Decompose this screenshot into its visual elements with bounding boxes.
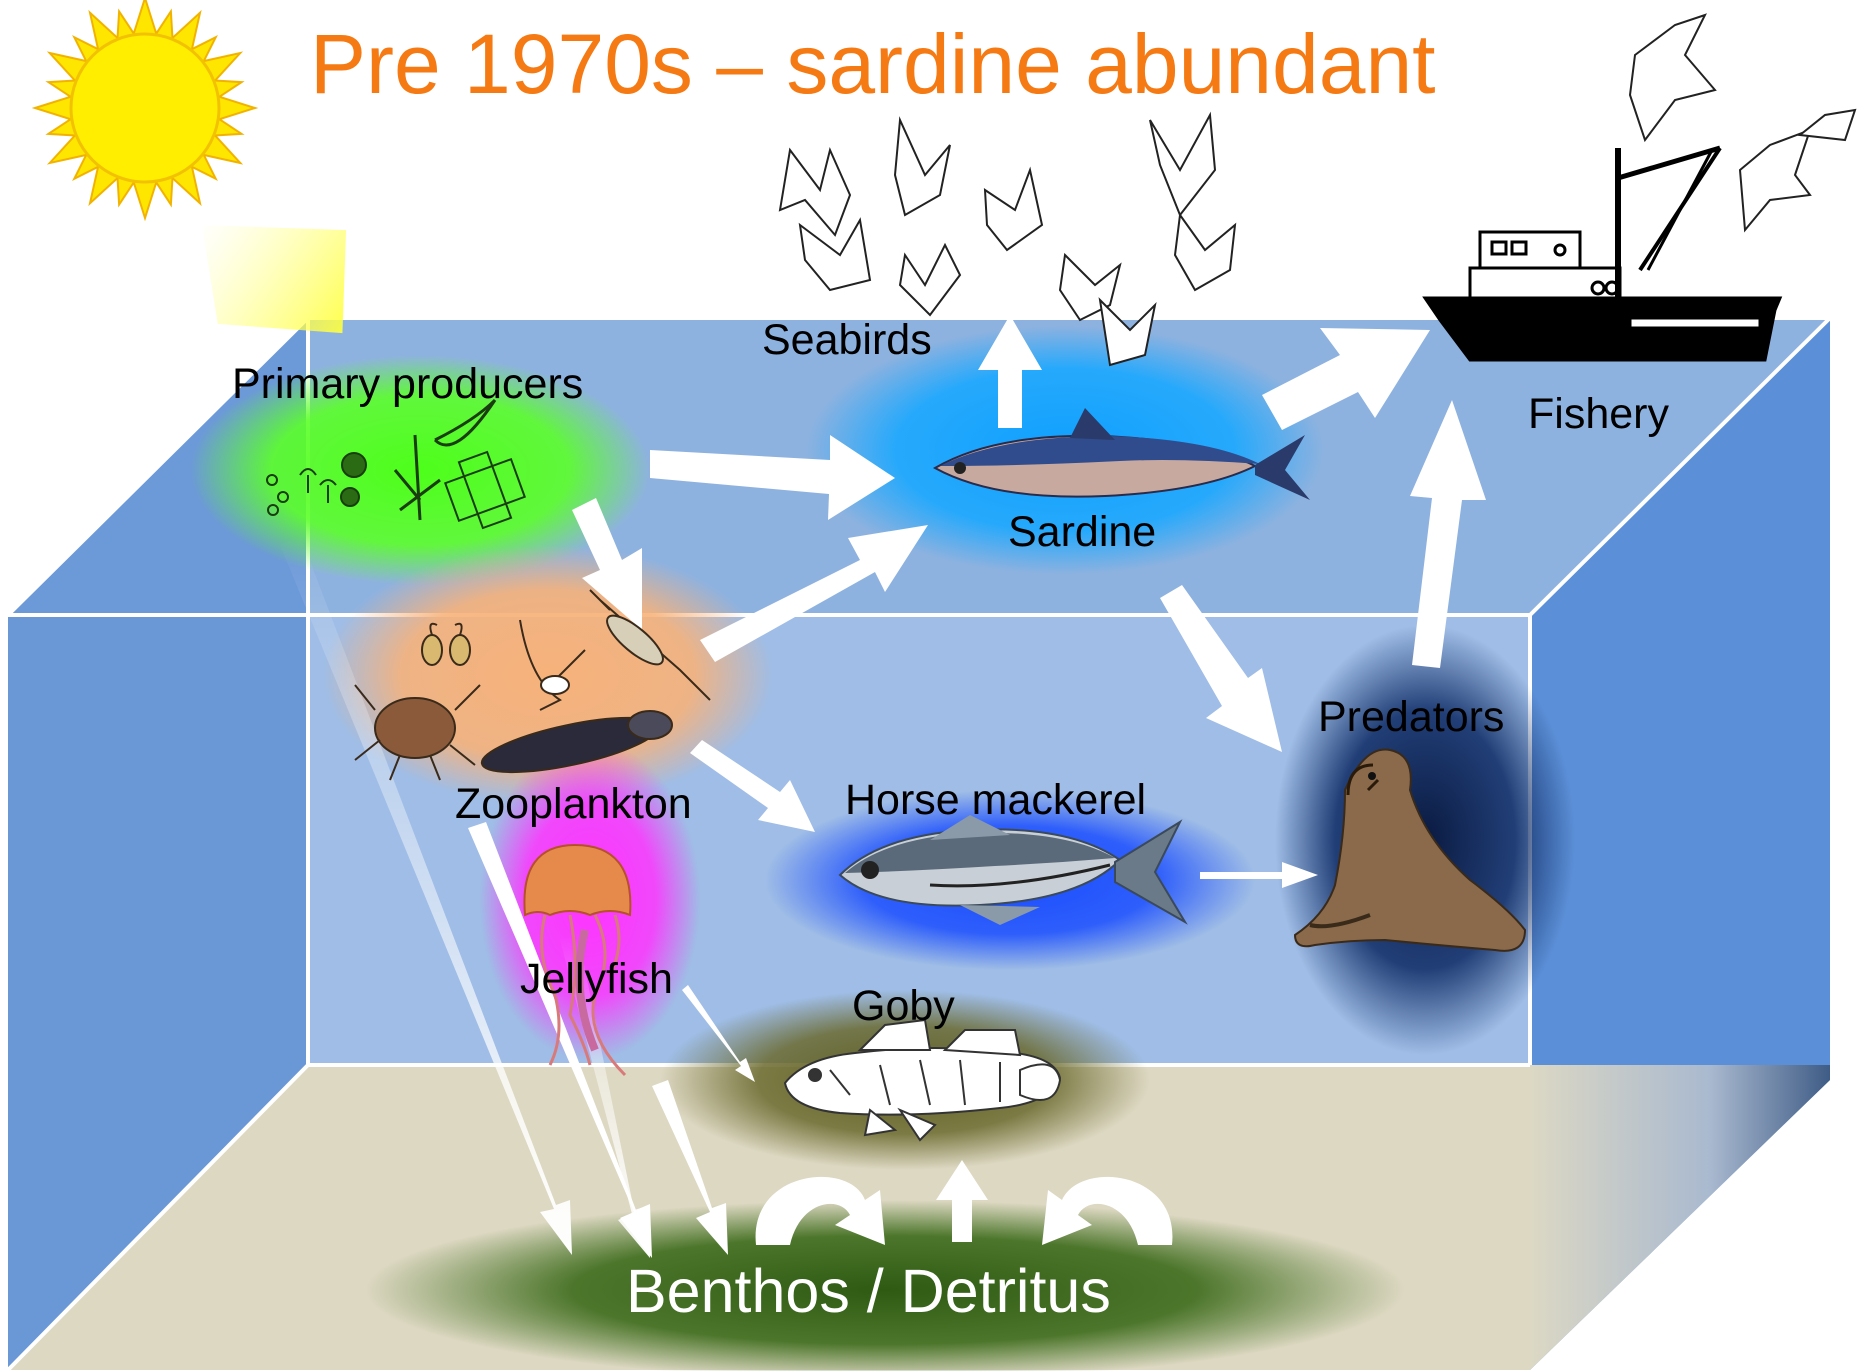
label-fishery: Fishery — [1528, 390, 1669, 438]
label-jellyfish: Jellyfish — [520, 955, 673, 1003]
label-sardine: Sardine — [1008, 508, 1157, 556]
page-title: Pre 1970s – sardine abundant — [310, 17, 1436, 111]
arrow-predators-to-fishery — [1410, 400, 1486, 668]
horse-mackerel-icon — [838, 815, 1188, 925]
goby-icon — [783, 1018, 1062, 1142]
arrow-primary-to-sardine — [650, 435, 895, 520]
arrow-zooplankton-to-mackerel — [690, 740, 815, 832]
label-seabirds: Seabirds — [762, 316, 932, 364]
arrow-goby-to-benthos — [652, 1080, 728, 1255]
seal-icon — [1293, 748, 1527, 952]
arrow-zooplankton-to-sardine — [700, 525, 928, 662]
sun-icon — [31, 0, 347, 334]
fishing-boat-icon — [1422, 145, 1783, 362]
arrow-mackerel-to-predators — [1200, 862, 1318, 888]
arrow-benthos-recycle-left — [755, 1176, 885, 1245]
arrow-benthos-recycle-right — [1042, 1176, 1173, 1245]
sardine-icon — [932, 408, 1310, 500]
arrow-benthos-to-goby — [936, 1160, 988, 1242]
arrow-jellyfish-to-goby — [682, 985, 755, 1082]
label-benthos-detritus: Benthos / Detritus — [626, 1257, 1111, 1325]
zooplankton-icon — [354, 589, 711, 781]
jellyfish-icon — [523, 843, 632, 1077]
arrow-primary-to-benthos — [280, 535, 572, 1255]
arrow-primary-to-zooplankton — [572, 498, 642, 630]
arrow-sardine-to-seabirds — [978, 315, 1042, 428]
label-primary-producers: Primary producers — [232, 360, 584, 408]
arrow-sardine-to-predators — [1160, 585, 1282, 752]
label-horse-mackerel: Horse mackerel — [845, 776, 1147, 824]
label-predators: Predators — [1318, 693, 1505, 741]
arrow-zooplankton-to-benthos — [468, 822, 652, 1258]
arrow-sardine-to-fishery — [1262, 328, 1430, 430]
phytoplankton-icon — [266, 398, 527, 530]
seabird-icon — [778, 13, 1857, 367]
label-goby: Goby — [852, 982, 955, 1030]
label-zooplankton: Zooplankton — [455, 780, 692, 828]
